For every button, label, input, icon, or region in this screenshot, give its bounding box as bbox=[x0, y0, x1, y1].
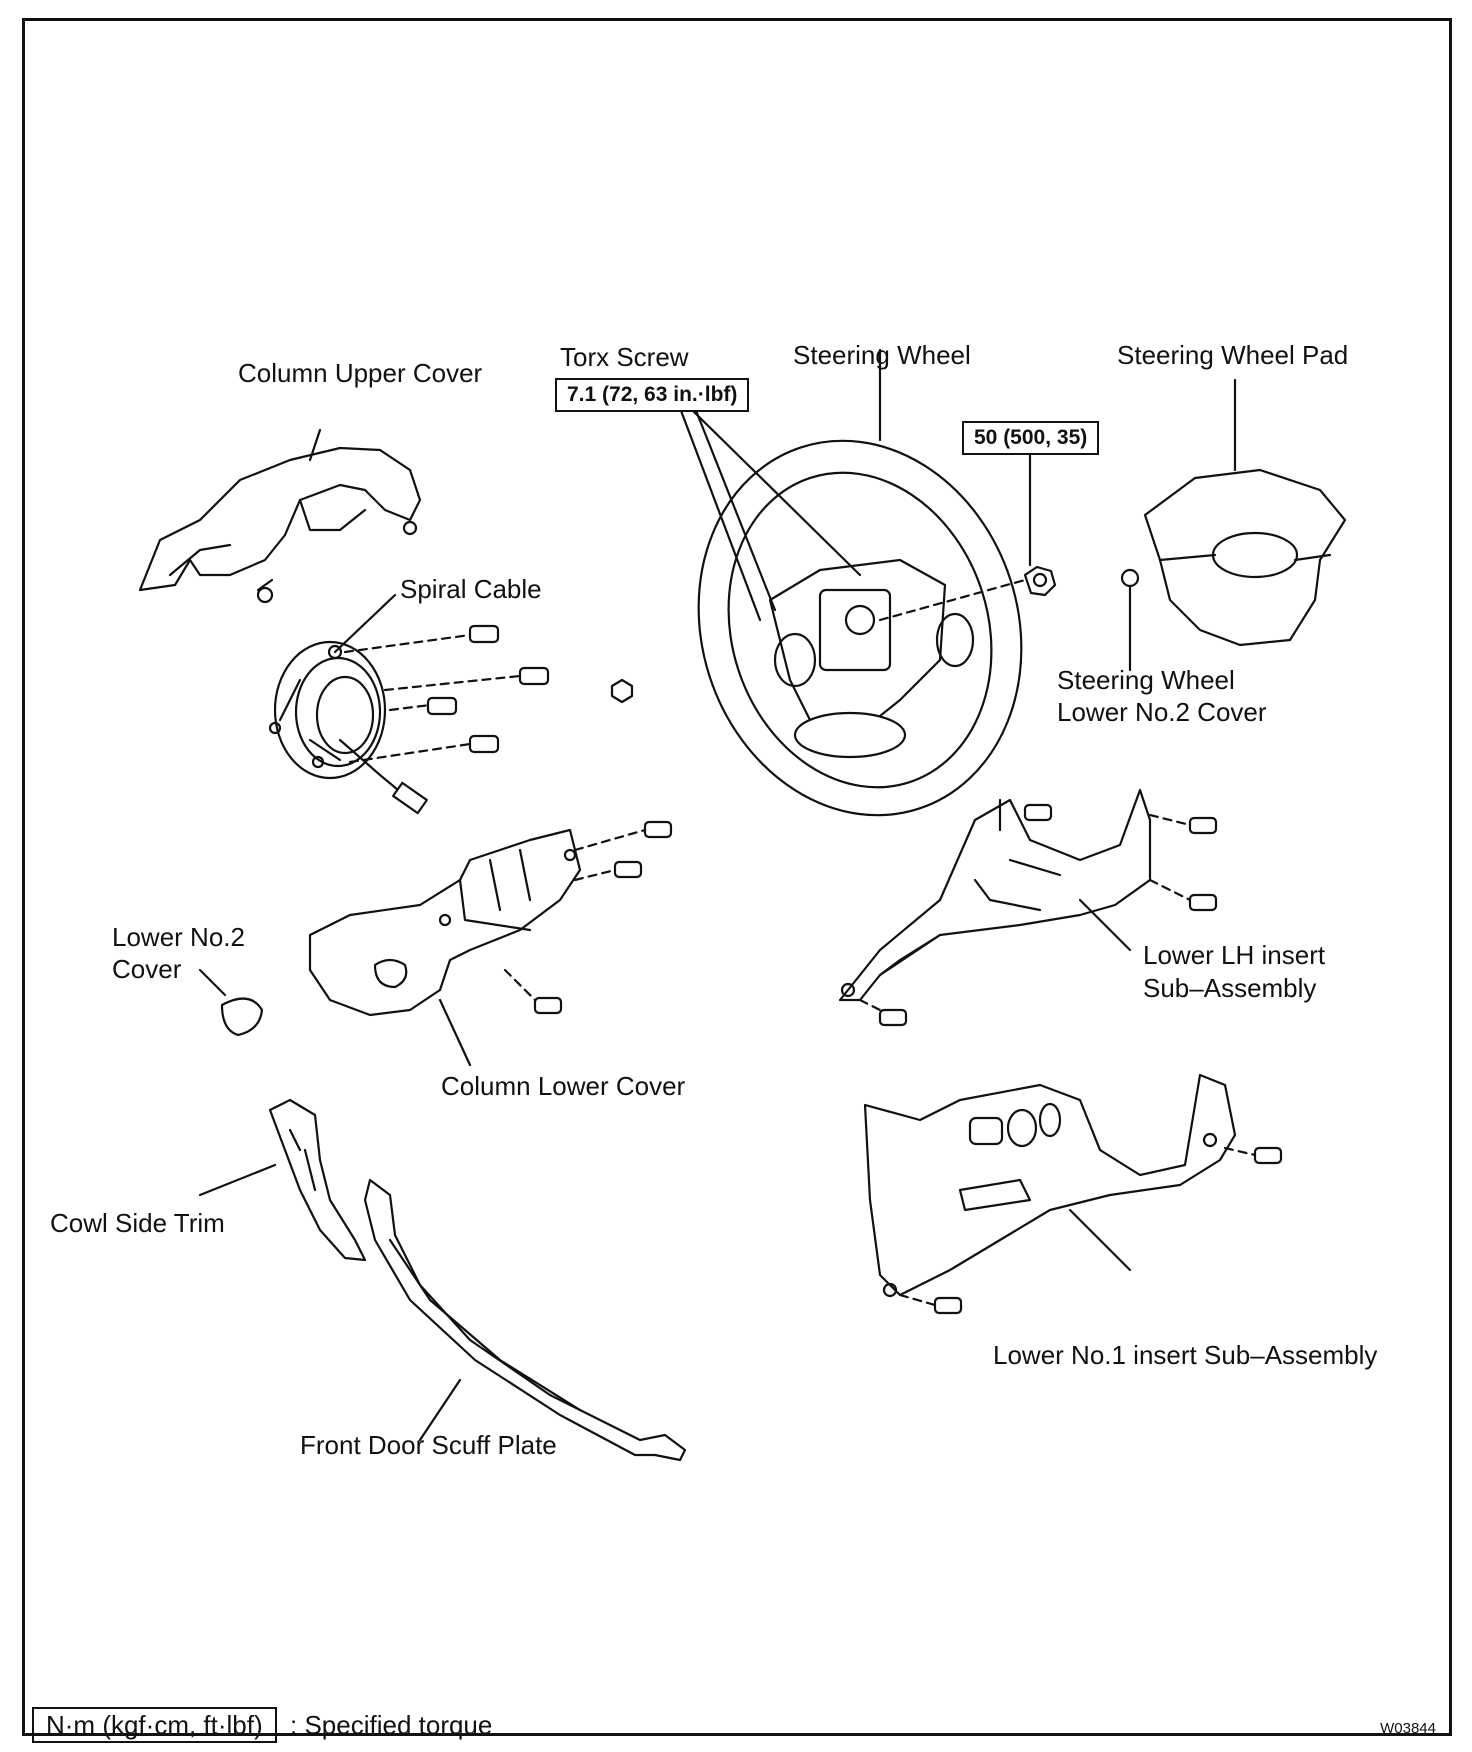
steering-wheel-part bbox=[697, 348, 1023, 817]
column-lower-cover-label: Column Lower Cover bbox=[441, 1071, 686, 1101]
steering-wheel-nut bbox=[878, 448, 1057, 622]
torx-torque-spec: 7.1 (72, 63 in.·lbf) bbox=[555, 378, 750, 412]
lower-no1-insert-screws bbox=[898, 1146, 1283, 1315]
steering-wheel-pad-part bbox=[1120, 378, 1347, 672]
lower-lh-insert-part bbox=[838, 788, 1152, 1002]
lower-no1-insert-part bbox=[863, 1073, 1237, 1298]
figure-id: W03844 bbox=[1380, 1720, 1436, 1737]
front-door-scuff-plate-part bbox=[363, 1178, 687, 1462]
torque-legend-text: : Specified torque bbox=[290, 1710, 493, 1740]
column-upper-cover-label: Column Upper Cover bbox=[238, 358, 483, 388]
spiral-cable-screws bbox=[343, 633, 522, 764]
lower-lh-insert-screws bbox=[858, 803, 1218, 1027]
spiral-cable-label: Spiral Cable bbox=[400, 574, 542, 604]
cowl-side-trim-label: Cowl Side Trim bbox=[50, 1208, 225, 1238]
torx-screw-label: Torx Screw bbox=[560, 342, 689, 372]
cowl-side-trim-part bbox=[198, 1098, 367, 1262]
spiral-cable-part bbox=[268, 593, 428, 815]
column-upper-cover-part bbox=[138, 428, 422, 604]
lower-no2-cover-label-line2: Cover bbox=[112, 954, 182, 984]
screw-icons bbox=[426, 624, 634, 754]
steering-wheel-pad-label: Steering Wheel Pad bbox=[1117, 340, 1349, 370]
column-lower-cover-part bbox=[308, 828, 582, 1067]
torque-unit-legend: N·m (kgf·cm, ft·lbf) bbox=[32, 1707, 277, 1743]
lower-no2-cover-label-line1: Lower No.2 bbox=[112, 922, 245, 952]
steering-wheel-lower-no2-cover-label-line2: Lower No.2 Cover bbox=[1057, 697, 1267, 727]
lower-lh-insert-label-line2: Sub–Assembly bbox=[1143, 973, 1317, 1003]
lower-lh-insert-label-line1: Lower LH insert bbox=[1143, 940, 1326, 970]
steering-wheel-label: Steering Wheel bbox=[793, 340, 971, 370]
lower-no2-cover-part bbox=[198, 968, 264, 1037]
steering-wheel-lower-no2-cover-label-line1: Steering Wheel bbox=[1057, 665, 1235, 695]
column-lower-cover-screws bbox=[503, 820, 673, 1015]
torx-screw-leaders bbox=[678, 406, 862, 622]
front-door-scuff-plate-label: Front Door Scuff Plate bbox=[300, 1430, 557, 1460]
nut-torque-spec: 50 (500, 35) bbox=[962, 421, 1100, 455]
diagram-frame bbox=[22, 18, 1452, 1736]
lower-no1-insert-label: Lower No.1 insert Sub–Assembly bbox=[993, 1340, 1378, 1370]
